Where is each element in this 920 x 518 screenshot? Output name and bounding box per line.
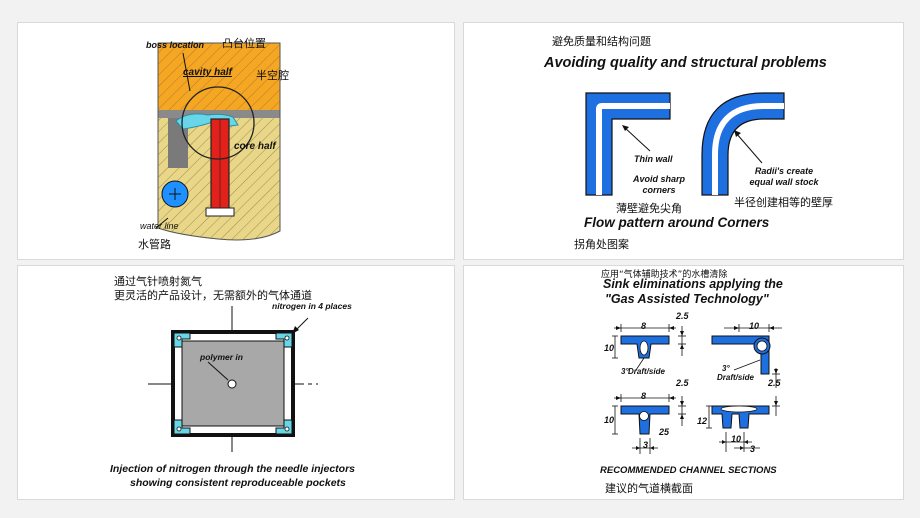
water-line-label: water line xyxy=(140,221,179,231)
cavity-half-zh: 半空腔 xyxy=(256,69,289,82)
corner-flow-diagram xyxy=(585,92,785,196)
water-line-zh: 水管路 xyxy=(138,238,171,251)
panel-corner-flow: 避免质量和结构问题 Avoiding quality and structura… xyxy=(463,22,904,260)
polymer-in-label: polymer in xyxy=(200,352,243,362)
panel-boss-mold: boss location 凸台位置 cavity half 半空腔 core … xyxy=(17,22,455,260)
panel4-title-zh: 应用“气体辅助技术”的水槽清除 xyxy=(601,270,728,280)
channel-section-tr xyxy=(711,324,782,388)
channel-section-bl xyxy=(612,394,686,454)
dim-bl-width: 8 xyxy=(641,391,647,401)
dim-bl-radius: 25 xyxy=(659,427,670,437)
flow-pattern-zh: 拐角处图案 xyxy=(574,238,629,251)
dim-tl-thickness: 2.5 xyxy=(676,311,689,321)
dim-draft-2-label: Draft/side xyxy=(717,373,754,382)
avoid-sharp-label: Avoid sharp xyxy=(632,174,685,184)
flow-pattern-title: Flow pattern around Corners xyxy=(584,215,770,230)
right-caption-zh: 半径创建相等的壁厚 xyxy=(734,196,833,209)
panel4-caption: RECOMMENDED CHANNEL SECTIONS xyxy=(600,465,777,476)
dim-draft-1-angle: 3° xyxy=(621,367,629,376)
panel4-caption-zh: 建议的气道横截面 xyxy=(605,482,693,495)
panel2-title: Avoiding quality and structural problems xyxy=(544,55,827,71)
panel2-title-zh: 避免质量和结构问题 xyxy=(552,35,651,48)
dim-tl-height: 10 xyxy=(604,343,615,353)
boss-location-zh: 凸台位置 xyxy=(222,37,266,50)
dim-br-height: 12 xyxy=(697,416,708,426)
panel4-title-2: "Gas Assisted Technology" xyxy=(605,292,769,306)
dim-draft-2-angle: 3° xyxy=(722,364,730,373)
cavity-half-label: cavity half xyxy=(183,67,232,78)
radii-label-1: Radii's create xyxy=(754,166,814,176)
thin-wall-label: Thin wall xyxy=(634,154,673,164)
panel3-line1-zh: 通过气针喷射氮气 xyxy=(114,275,202,288)
panel4-title-1: Sink eliminations applying the xyxy=(603,277,783,291)
panel3-line2-zh: 更灵活的产品设计，无需额外的气体通道 xyxy=(114,289,312,302)
left-caption-zh: 薄壁避免尖角 xyxy=(616,202,682,215)
dim-tr-width: 10 xyxy=(749,321,760,331)
panel-channel-sections: 应用“气体辅助技术”的水槽清除 Sink eliminations applyi… xyxy=(463,265,904,500)
boss-mold-diagram xyxy=(155,42,281,241)
corners-label: corners xyxy=(642,185,676,195)
dim-bl-height: 10 xyxy=(604,415,615,425)
dim-br-width: 10 xyxy=(731,434,742,444)
channel-section-br xyxy=(706,396,780,452)
dim-tr-thickness: 2.5 xyxy=(768,378,781,388)
channel-sections-diagram xyxy=(612,324,782,454)
nitrogen-injection-diagram xyxy=(148,306,318,452)
channel-section-tl xyxy=(612,324,686,371)
nitrogen-label: nitrogen in 4 places xyxy=(272,301,352,311)
nitrogen-pockets xyxy=(173,332,293,435)
polymer-inlet-icon xyxy=(227,379,237,389)
panel3-caption-2: showing consistent reproduceable pockets xyxy=(130,477,346,489)
boss-location-label: boss location xyxy=(146,40,205,50)
core-half-label: core half xyxy=(234,141,276,152)
panel-nitrogen-injection: 通过气针喷射氮气 更灵活的产品设计，无需额外的气体通道 nitrogen in … xyxy=(17,265,455,500)
dim-bl-base: 3 xyxy=(643,440,649,450)
radii-label-2: equal wall stock xyxy=(749,177,819,187)
panel3-caption-1: Injection of nitrogen through the needle… xyxy=(110,463,356,475)
sharp-corner-shape xyxy=(585,92,671,196)
dim-br-base: 3 xyxy=(750,444,756,454)
radiused-corner-shape xyxy=(701,92,785,196)
dim-draft-1-label: Draft/side xyxy=(628,367,665,376)
dim-bl-thickness: 2.5 xyxy=(676,378,689,388)
dim-tl-width: 8 xyxy=(641,321,647,331)
